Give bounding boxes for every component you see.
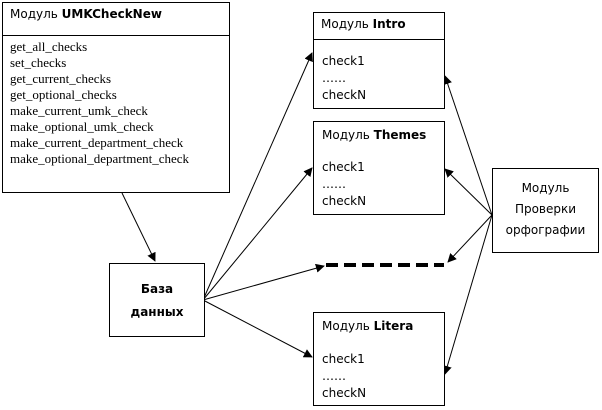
module-spellcheck: Модуль Проверки орфографии	[492, 168, 599, 253]
module-intro-header: Модуль Intro	[314, 13, 444, 40]
method-item: make_optional_department_check	[10, 151, 190, 166]
method-item: get_all_checks	[10, 39, 88, 54]
database-label-line1: База	[140, 282, 174, 296]
arrow-spell-to-dashed	[447, 214, 493, 263]
module-intro-name: Intro	[372, 17, 406, 31]
database-box: База данных	[109, 263, 205, 337]
method-item: set_checks	[10, 55, 67, 70]
check-item: checkN	[322, 88, 367, 102]
method-list: get_all_checks set_checks get_current_ch…	[10, 39, 189, 167]
check-item: check1	[322, 352, 365, 366]
method-item: make_optional_umk_check	[10, 119, 154, 134]
spellcheck-label-line3: орфографии	[505, 223, 586, 237]
arrow-spell-to-litera	[442, 214, 493, 375]
spellcheck-label-line1: Модуль	[521, 181, 570, 195]
method-item: make_current_department_check	[10, 135, 184, 150]
check-item: checkN	[322, 386, 367, 400]
check-ellipsis: ……	[322, 71, 346, 85]
module-umkchecknew: Модуль UMKCheckNew get_all_checks set_ch…	[2, 2, 230, 193]
check-ellipsis: ……	[322, 177, 346, 191]
arrow-spell-to-themes	[444, 168, 493, 216]
arrow-db-to-litera	[202, 299, 313, 358]
check-item: checkN	[322, 194, 367, 208]
module-themes: Модуль Themes check1 …… checkN	[313, 121, 445, 215]
module-umkchecknew-name: UMKCheckNew	[61, 7, 162, 21]
method-item: get_current_checks	[10, 71, 112, 86]
check-item: check1	[322, 54, 365, 68]
arrow-spell-to-intro	[443, 75, 493, 216]
method-item: get_optional_checks	[10, 87, 117, 102]
module-litera-name: Litera	[373, 319, 414, 333]
module-themes-name: Themes	[373, 128, 427, 142]
module-themes-header: Модуль Themes	[322, 128, 427, 142]
spellcheck-label-line2: Проверки	[514, 202, 577, 216]
module-umkchecknew-header: Модуль UMKCheckNew	[3, 3, 229, 36]
arrow-db-to-dashed	[202, 263, 325, 301]
module-litera: Модуль Litera check1 …… checkN	[313, 312, 445, 406]
arrow-db-to-themes	[202, 167, 313, 301]
check-item: check1	[322, 160, 365, 174]
database-label-line2: данных	[130, 305, 184, 319]
method-item: make_current_umk_check	[10, 103, 148, 118]
arrow-db-to-intro	[202, 52, 313, 301]
check-ellipsis: ……	[322, 369, 346, 383]
arrow-umk-to-db	[121, 192, 156, 262]
module-intro: Модуль Intro check1 …… checkN	[313, 12, 445, 109]
module-litera-header: Модуль Litera	[322, 319, 414, 333]
